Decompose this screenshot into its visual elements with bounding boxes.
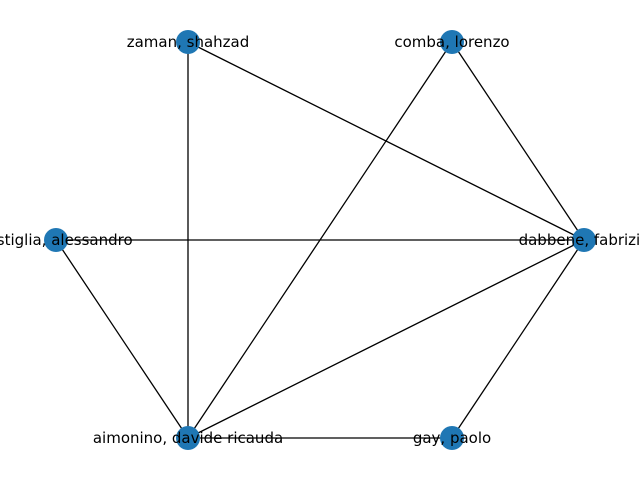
node-comba bbox=[440, 30, 464, 54]
node-label-gay: gay, paolo bbox=[413, 429, 491, 447]
node-aimonino bbox=[176, 426, 200, 450]
node-zaman bbox=[176, 30, 200, 54]
node-label-zaman: zaman, shahzad bbox=[127, 33, 250, 51]
node-label-aimonino: aimonino, davide ricauda bbox=[93, 429, 283, 447]
edge-comba-dabbene bbox=[451, 41, 585, 241]
nodes-layer bbox=[44, 30, 596, 450]
node-label-dabbene: dabbene, fabrizio bbox=[519, 231, 640, 249]
node-dabbene bbox=[572, 228, 596, 252]
edge-castiglia-aimonino bbox=[55, 239, 189, 439]
edge-dabbene-aimonino bbox=[187, 239, 585, 439]
node-castiglia bbox=[44, 228, 68, 252]
node-label-comba: comba, lorenzo bbox=[394, 33, 509, 51]
edges-layer bbox=[55, 41, 585, 439]
labels-layer: zaman, shahzad comba, lorenzo castiglia, a… bbox=[0, 33, 640, 447]
node-label-castiglia: castiglia, alessandro bbox=[0, 231, 133, 249]
edge-dabbene-gay bbox=[451, 239, 585, 439]
node-gay bbox=[440, 426, 464, 450]
